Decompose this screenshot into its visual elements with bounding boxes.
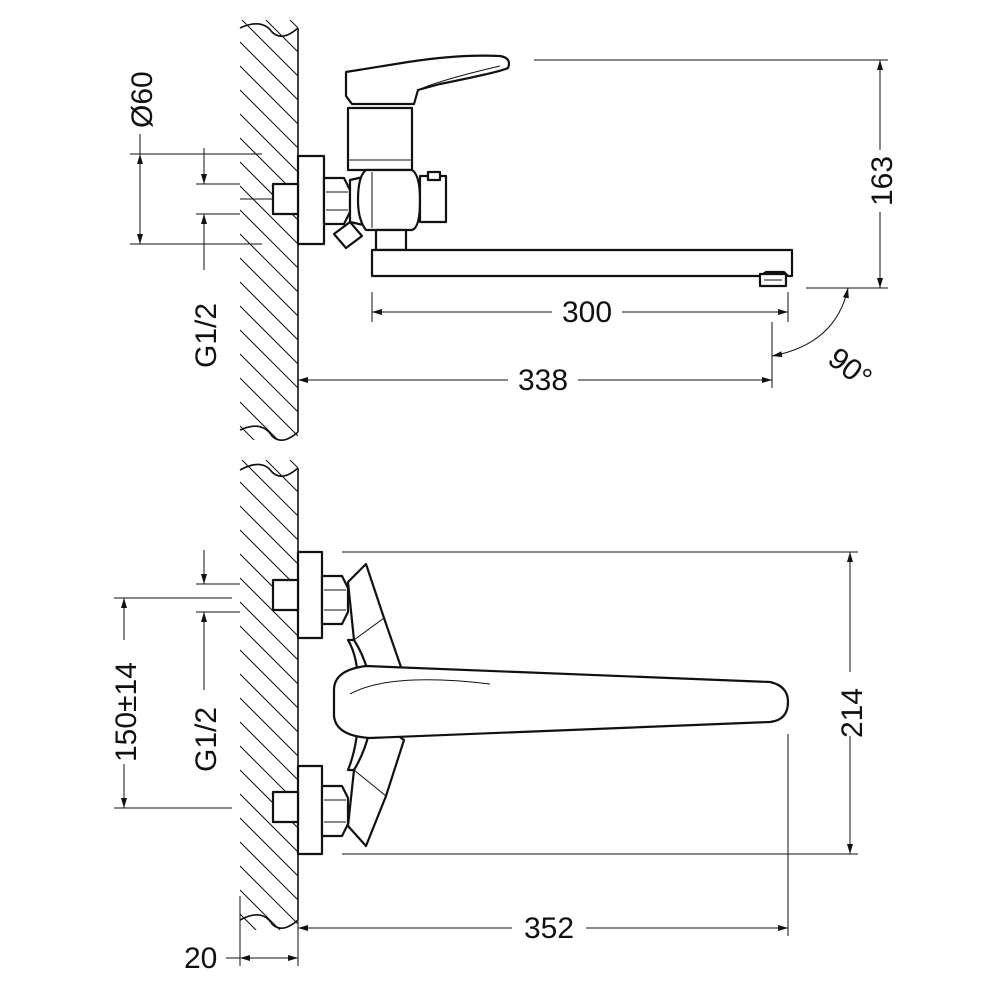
hatch-line: [240, 865, 298, 925]
hatch-line: [240, 817, 298, 877]
dim-wall-offset: 20: [184, 896, 299, 975]
hatch-line: [241, 20, 298, 77]
front-view: G1/2 150±14 214 352: [110, 460, 869, 996]
hatch-line: [240, 185, 298, 245]
label-center-distance: 150±14: [110, 662, 143, 762]
hatch-line: [240, 938, 298, 996]
dim-total-reach: 338: [298, 322, 773, 397]
label-diameter: Ø60: [126, 71, 159, 128]
hatch-line: [240, 329, 298, 389]
hatch-line: [240, 233, 298, 293]
hatch-line: [240, 625, 298, 685]
hatch-line: [240, 793, 298, 853]
hatch-line: [240, 481, 298, 541]
hatch-line: [240, 529, 298, 589]
label-height-top: 163: [866, 156, 899, 206]
label-wall-offset: 20: [184, 942, 217, 975]
label-angle: 90°: [822, 342, 878, 396]
faucet-top-view: [240, 54, 794, 288]
label-total-reach: 338: [518, 364, 568, 397]
hatch-line: [240, 425, 255, 440]
hatch-line: [240, 401, 279, 440]
faucet-front-view: [271, 550, 790, 856]
hatch-line: [240, 113, 298, 173]
hatch-line: [240, 281, 298, 341]
hatch-line: [265, 20, 298, 53]
top-view: Ø60 G1/2 300 338: [126, 20, 899, 441]
hatch-line: [241, 460, 298, 517]
label-height-front: 214: [836, 688, 869, 738]
hatch-line: [240, 841, 298, 901]
dim-thread-bottom: G1/2: [190, 550, 240, 772]
dim-height-front: 214: [342, 551, 869, 855]
hatch-line: [240, 41, 298, 101]
hatch-line: [289, 460, 298, 469]
hatch-line: [240, 913, 257, 930]
hatch-line: [240, 377, 298, 437]
hatch-line: [240, 697, 298, 757]
hatch-line: [240, 65, 298, 125]
hatch-line: [240, 649, 298, 709]
hatch-line: [289, 20, 298, 29]
hatch-line: [240, 721, 298, 781]
hatch-line: [240, 889, 281, 930]
hatch-line: [240, 673, 298, 733]
dim-center-distance: 150±14: [110, 597, 232, 809]
hatch-line: [265, 460, 298, 493]
dim-spout-reach: 300: [371, 292, 789, 329]
hatch-line: [240, 89, 298, 149]
hatch-line: [240, 601, 298, 661]
hatch-line: [240, 353, 298, 413]
label-spout-reach: 300: [562, 296, 612, 329]
label-length: 352: [524, 912, 574, 945]
label-thread-bottom: G1/2: [190, 707, 223, 772]
hatch-line: [240, 209, 298, 269]
hatch-line: [240, 305, 298, 365]
hatch-line: [240, 257, 298, 317]
wall-top: [239, 20, 299, 441]
hatch-line: [240, 577, 298, 637]
dim-length: 352: [297, 734, 789, 945]
dim-diameter: Ø60: [126, 71, 262, 245]
dim-thread-top: G1/2: [190, 148, 240, 368]
hatch-line: [240, 505, 298, 565]
wall-bottom: [239, 460, 299, 996]
label-thread-top: G1/2: [190, 303, 223, 368]
